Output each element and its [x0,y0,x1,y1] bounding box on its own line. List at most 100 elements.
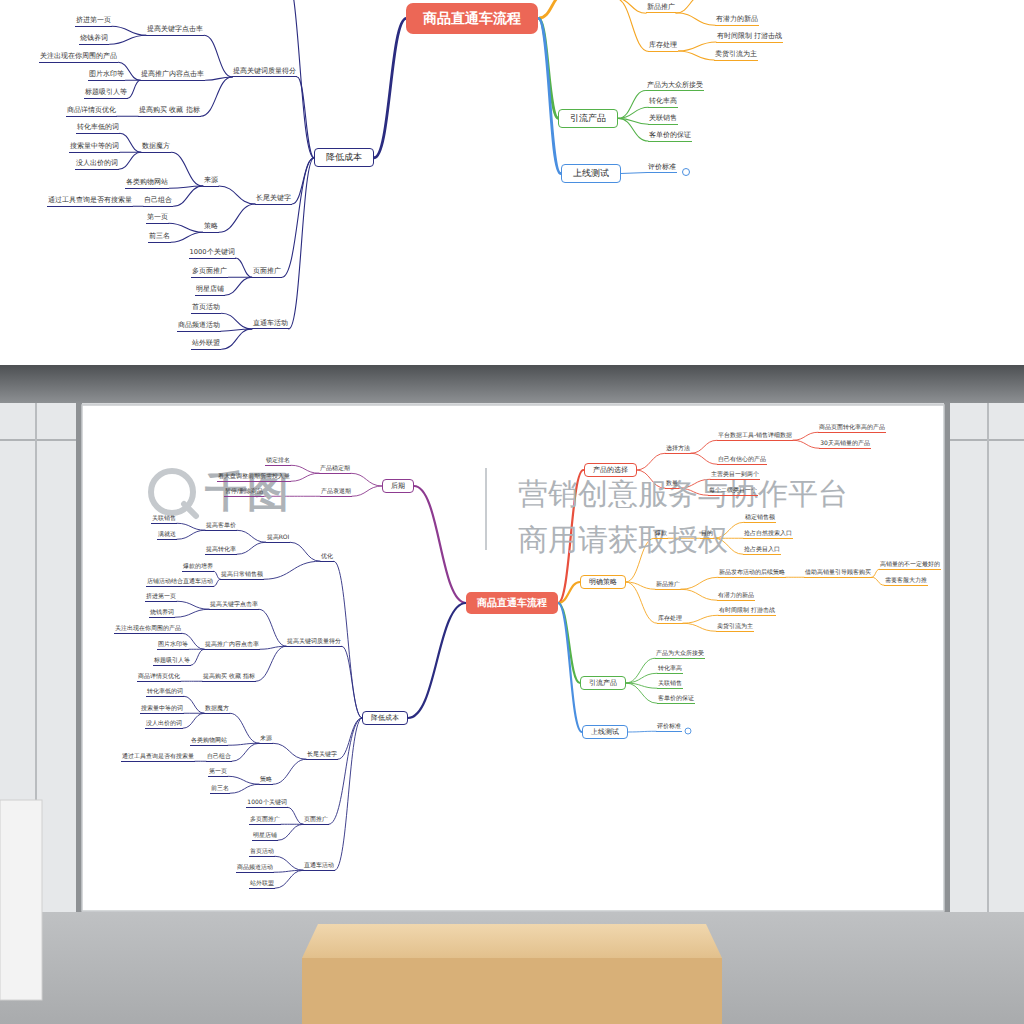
room-wall [0,365,1024,1024]
subtopic: 有时间限制 打游击战 [718,606,776,616]
subtopic: 评价标准 [647,163,677,173]
topic-text: 提高关键字点击率 [147,25,203,33]
branch-line [219,204,255,232]
subtopic: 关联销售 [648,114,678,124]
subtopic: 稳定销售额 [744,513,776,523]
subtopic: 提高关键词质量得分 [232,67,297,77]
topic-text: 首页活动 [250,847,274,855]
topic-text: 降低成本 [371,714,399,723]
watermark-separator [485,468,487,550]
topic-text: 第一页 [147,213,168,221]
branch-line [171,232,203,242]
subtopic: 商品详情页优化 [137,672,181,682]
topic-text: 抢占类目入口 [744,545,780,553]
ceiling [0,365,1024,403]
subtopic: 第一页 [208,767,228,777]
branch-line [189,649,204,650]
branch-line [558,603,580,683]
branch-line [618,107,648,118]
topic-text: 商品页面转化率高的产品 [819,423,885,431]
subtopic: 没人出价的词 [75,159,119,169]
topic-text: 数据魔方 [142,142,170,150]
branch-line [204,35,232,77]
branch-line [259,609,286,646]
subtopic: 直通车活动 [303,861,335,871]
subtopic: 满就送 [157,530,177,540]
branch-line [169,223,203,232]
topic-text: 前三名 [211,784,229,792]
subtopic: 商品详情页优化 [66,106,117,116]
zoom-view: 商品直通车流程新品推广有潜力的新品库存处理有时间限制 打游击战卖货引流为主引流产… [0,0,1024,365]
branch-line [232,743,259,761]
branch-line [872,569,879,577]
topic-text: 库存处理 [649,41,677,49]
subtopic: 烧钱养词 [149,608,175,618]
subtopic: 客单价的保证 [648,131,692,141]
topic-text: 高销量的不一定最好的 [880,560,940,568]
subtopic: 客单价的保证 [657,694,695,704]
branch-line [175,609,209,617]
topic-text: 新品推广 [656,580,680,588]
branch-line [225,277,252,295]
floor [0,912,1024,1024]
subtopic: 图片水印等 [157,640,189,650]
topic-text: 数量 [666,479,678,487]
topic-text: 提高购买 收藏 指标 [203,672,255,680]
branch-line [264,561,320,579]
subtopic: 前三名 [148,232,171,242]
topic-text: 挤进第一页 [76,16,111,24]
topic-text: 锁定排名 [266,456,290,464]
branch-stub [615,0,647,13]
subtopic: 借助高销量引导顾客购买 [804,568,872,578]
subtopic: 来源 [259,734,273,744]
branch-line [290,542,320,561]
topic-text: 店铺活动结合直通车活动 [147,577,213,585]
topic-text: 有时间限制 打游击战 [719,606,775,614]
topic-text: 看大盘调整前期所需投入量 [218,472,290,480]
topic-text: 产品稳定期 [320,464,350,472]
branch-line [184,696,204,713]
subtopic: 站外联盟 [249,879,275,889]
subtopic: 数据魔方 [141,142,171,152]
subtopic: 转化率低的词 [76,123,120,133]
branch-line [338,718,362,759]
subtopic: 明星店铺 [195,285,225,295]
topic-text: 图片水印等 [158,640,188,648]
topic-text: 烧钱养词 [150,608,174,616]
branch-line [109,35,146,44]
branch-line [221,329,251,349]
branch-line [117,116,139,117]
branch-line [177,601,209,609]
subtopic: 直通车活动 [252,319,289,329]
branch-line [219,186,255,204]
branch-line [133,206,143,207]
topic-text: 站外联盟 [192,339,220,347]
topic-text: 需要客服大力推 [885,576,927,584]
topic-text: 提高购买 收藏 指标 [139,106,199,114]
subtopic: 库存处理 [648,41,678,51]
topic-text: 每个二级类目一个 [709,486,757,494]
subtopic: 提高关键字点击率 [146,25,204,35]
topic-text: 评价标准 [648,163,676,171]
subtopic: 各类购物网站 [190,736,228,746]
central-topic: 商品直通车流程 [466,592,558,615]
main-topic: 降低成本 [314,148,374,167]
branch-line [236,258,252,277]
topic-text: 多页面推广 [192,267,227,275]
subtopic: 关注出现在你周围的产品 [39,52,118,62]
topic-text: 爆款 [655,529,667,537]
topic-text: 降低成本 [326,152,362,163]
subtopic: 提高ROI [266,533,291,543]
topic-text: 30天高销量的产品 [820,439,870,447]
main-topic: 降低成本 [362,711,408,726]
subtopic: 首页活动 [191,303,221,313]
branch-line [289,158,314,329]
branch-line [626,582,657,623]
subtopic: 关注出现在你周围的产品 [114,624,182,634]
branch-line [538,18,560,173]
glass-frame [944,439,1024,441]
topic-text: 卖货引流为主 [715,50,757,58]
subtopic: 目的 [700,529,714,539]
subtopic: 长尾关键字 [306,750,338,760]
watermark-text: 营销创意服务与协作平台 [518,474,848,515]
